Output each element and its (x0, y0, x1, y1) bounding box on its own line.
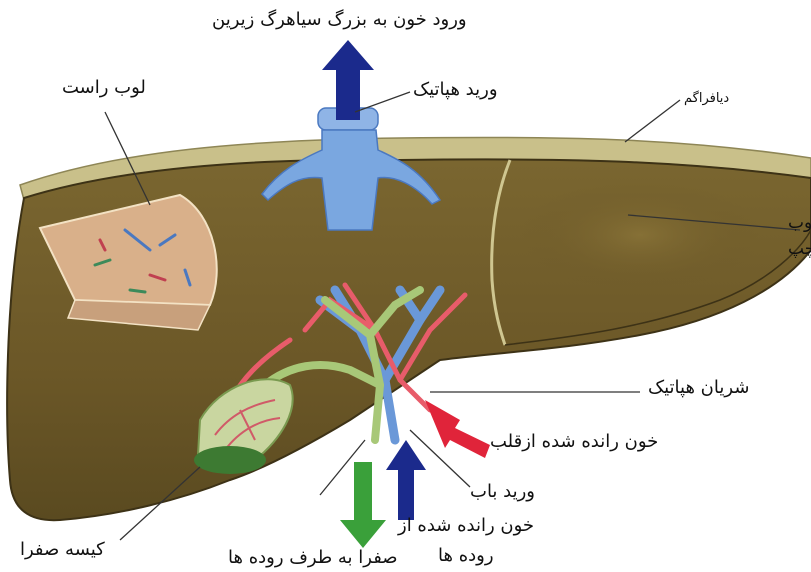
label-blood-from-intestine-line1: خون رانده شده از (398, 516, 534, 536)
label-blood-from-intestine-line2: روده ها (438, 546, 494, 566)
label-diaphragm: دیافراگم (684, 92, 729, 106)
label-portal-vein: ورید باب (470, 482, 535, 502)
portal-vein-arrow-up (386, 440, 426, 520)
label-blood-to-ivc: ورود خون به بزرگ سیاهرگ زیرین (212, 10, 467, 30)
label-left-lobe-line1: وب (788, 214, 811, 233)
hepatic-artery-arrow (425, 400, 490, 458)
liver-highlight (520, 180, 760, 290)
gallbladder-fundus (194, 446, 266, 474)
bile-arrow-down (340, 462, 386, 548)
label-right-lobe: لوب راست (62, 78, 146, 98)
label-left-lobe-line2: چپ (788, 240, 811, 259)
label-gallbladder: کیسه صفرا (20, 540, 105, 560)
label-hepatic-artery: شریان هپاتیک (648, 378, 749, 398)
label-blood-from-heart: خون رانده شده ازقلب (490, 432, 658, 452)
label-bile-to-intestine: صفرا به طرف روده ها (228, 548, 398, 568)
label-hepatic-vein: ورید هپاتیک (413, 80, 498, 100)
